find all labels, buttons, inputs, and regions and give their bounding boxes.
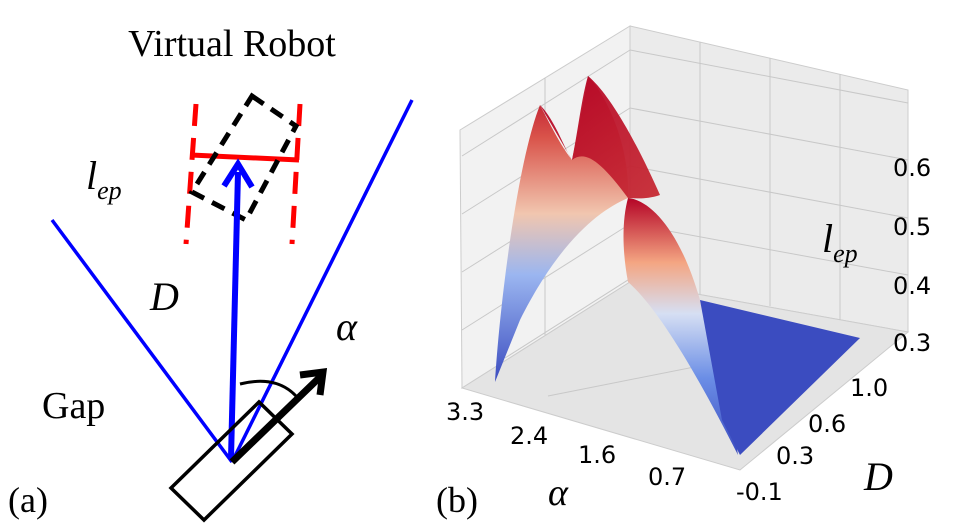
d-tick: -0.1 xyxy=(736,478,783,506)
panel-a-title: Virtual Robot xyxy=(128,23,336,65)
d-arrowhead xyxy=(221,158,255,189)
panel-b: 0.6 0.5 0.4 0.3 lep 3.3 2.4 1.6 0.7 α 1.… xyxy=(436,25,931,520)
z-tick: 0.3 xyxy=(893,329,931,357)
heading-arrowhead xyxy=(299,367,328,396)
surface-ridge xyxy=(540,76,660,199)
corridor-left-dashed xyxy=(183,103,199,245)
z-tick: 0.4 xyxy=(893,272,931,300)
panel-a: Virtual Robot lep D α Gap (a) xyxy=(8,23,414,523)
alpha-tick: 1.6 xyxy=(578,441,616,469)
corridor-right-dashed xyxy=(289,103,303,245)
z-tick: 0.6 xyxy=(893,154,931,182)
robot-box xyxy=(168,399,295,523)
alpha-axis-label: α xyxy=(548,472,569,514)
gap-label: Gap xyxy=(42,385,105,427)
virtual-robot-box xyxy=(188,92,300,224)
lep-label: lep xyxy=(86,153,122,205)
lep-segment xyxy=(190,152,300,163)
d-tick: 0.6 xyxy=(808,410,846,438)
gap-left-line xyxy=(50,218,234,464)
surface-floor xyxy=(700,300,860,455)
panel-b-caption: (b) xyxy=(436,480,478,520)
alpha-arc xyxy=(239,379,298,398)
alpha-tick: 2.4 xyxy=(510,422,548,450)
z-axis-label: lep xyxy=(822,216,858,268)
alpha-tick: 3.3 xyxy=(446,398,484,426)
d-axis: 1.0 0.6 0.3 -0.1 D xyxy=(736,374,893,506)
z-tick: 0.5 xyxy=(893,213,931,241)
d-axis-label: D xyxy=(863,454,893,499)
gap-right-line xyxy=(230,99,414,463)
d-tick: 0.3 xyxy=(776,442,814,470)
surface-right-face xyxy=(623,198,738,455)
d-tick: 1.0 xyxy=(850,374,888,402)
z-axis: 0.6 0.5 0.4 0.3 lep xyxy=(822,154,931,357)
alpha-tick: 0.7 xyxy=(648,463,686,491)
heading-arrow-shaft xyxy=(229,374,323,465)
d-label: D xyxy=(149,274,179,319)
alpha-axis: 3.3 2.4 1.6 0.7 α xyxy=(446,398,686,514)
alpha-label: α xyxy=(336,304,358,349)
panel-a-caption: (a) xyxy=(8,480,48,520)
d-arrow-shaft xyxy=(228,171,241,459)
